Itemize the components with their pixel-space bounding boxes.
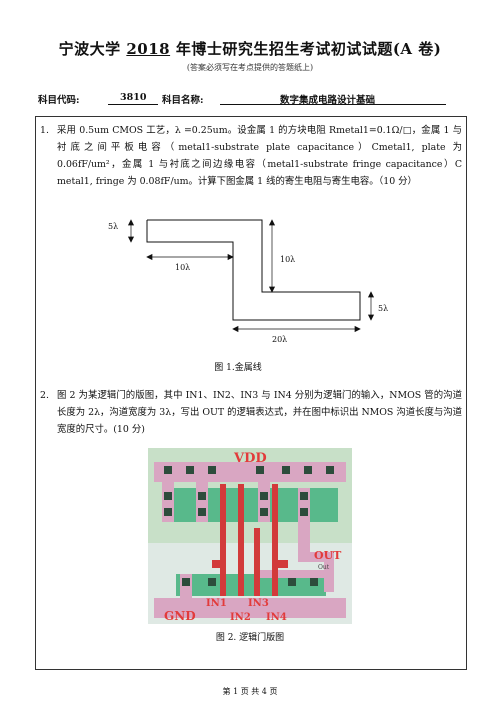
page-footer: 第 1 页 共 4 页 [222, 687, 278, 696]
out-label: OUT [314, 549, 342, 562]
figure-2-caption: 图 2. 逻辑门版图 [215, 633, 285, 643]
question-1: 1. 采用 0.5um CMOS 工艺，λ =0.25um。设金属 1 的方块电… [40, 122, 462, 190]
in3-label: IN3 [248, 598, 269, 609]
exam-title: 宁波大学 2018 年博士研究生招生考试初试试题(A 卷) [58, 40, 442, 58]
dim-horizontal-10: 10λ [175, 263, 190, 272]
in4-label: IN4 [266, 612, 287, 623]
answer-note: (答案必须写在考点提供的答题纸上) [186, 63, 314, 72]
vdd-label: VDD [233, 451, 267, 466]
subject-code-value: 3810 [120, 92, 147, 103]
subject-name-value: 数字集成电路设计基础 [280, 95, 376, 106]
dim-right-5: 5λ [378, 304, 388, 313]
subject-name-label: 科目名称: [162, 95, 204, 106]
in1-label: IN1 [206, 598, 227, 609]
subject-code-label: 科目代码: [38, 95, 80, 106]
question-frame [35, 116, 467, 670]
dim-left-5: 5λ [108, 222, 118, 231]
question-1-text: 采用 0.5um CMOS 工艺，λ =0.25um。设金属 1 的方块电阻 R… [57, 125, 462, 187]
metal-line-outline [146, 219, 361, 321]
logic-gate-layout-figure: VDD OUT GND IN1 IN3 IN2 IN4 Out [148, 448, 352, 624]
gnd-label: GND [164, 609, 196, 623]
dim-vertical-10: 10λ [280, 255, 295, 264]
in2-label: IN2 [230, 612, 251, 623]
out-small-label: Out [318, 564, 330, 571]
dim-bottom-20: 20λ [272, 335, 287, 344]
figure-1-caption: 图 1.金属线 [214, 363, 262, 373]
question-2-text: 图 2 为某逻辑门的版图，其中 IN1、IN2、IN3 与 IN4 分别为逻辑门… [57, 390, 462, 435]
metal-line-figure: 5λ 10λ 10λ 5λ 20λ [108, 219, 388, 344]
question-2: 2. 图 2 为某逻辑门的版图，其中 IN1、IN2、IN3 与 IN4 分别为… [40, 387, 462, 438]
